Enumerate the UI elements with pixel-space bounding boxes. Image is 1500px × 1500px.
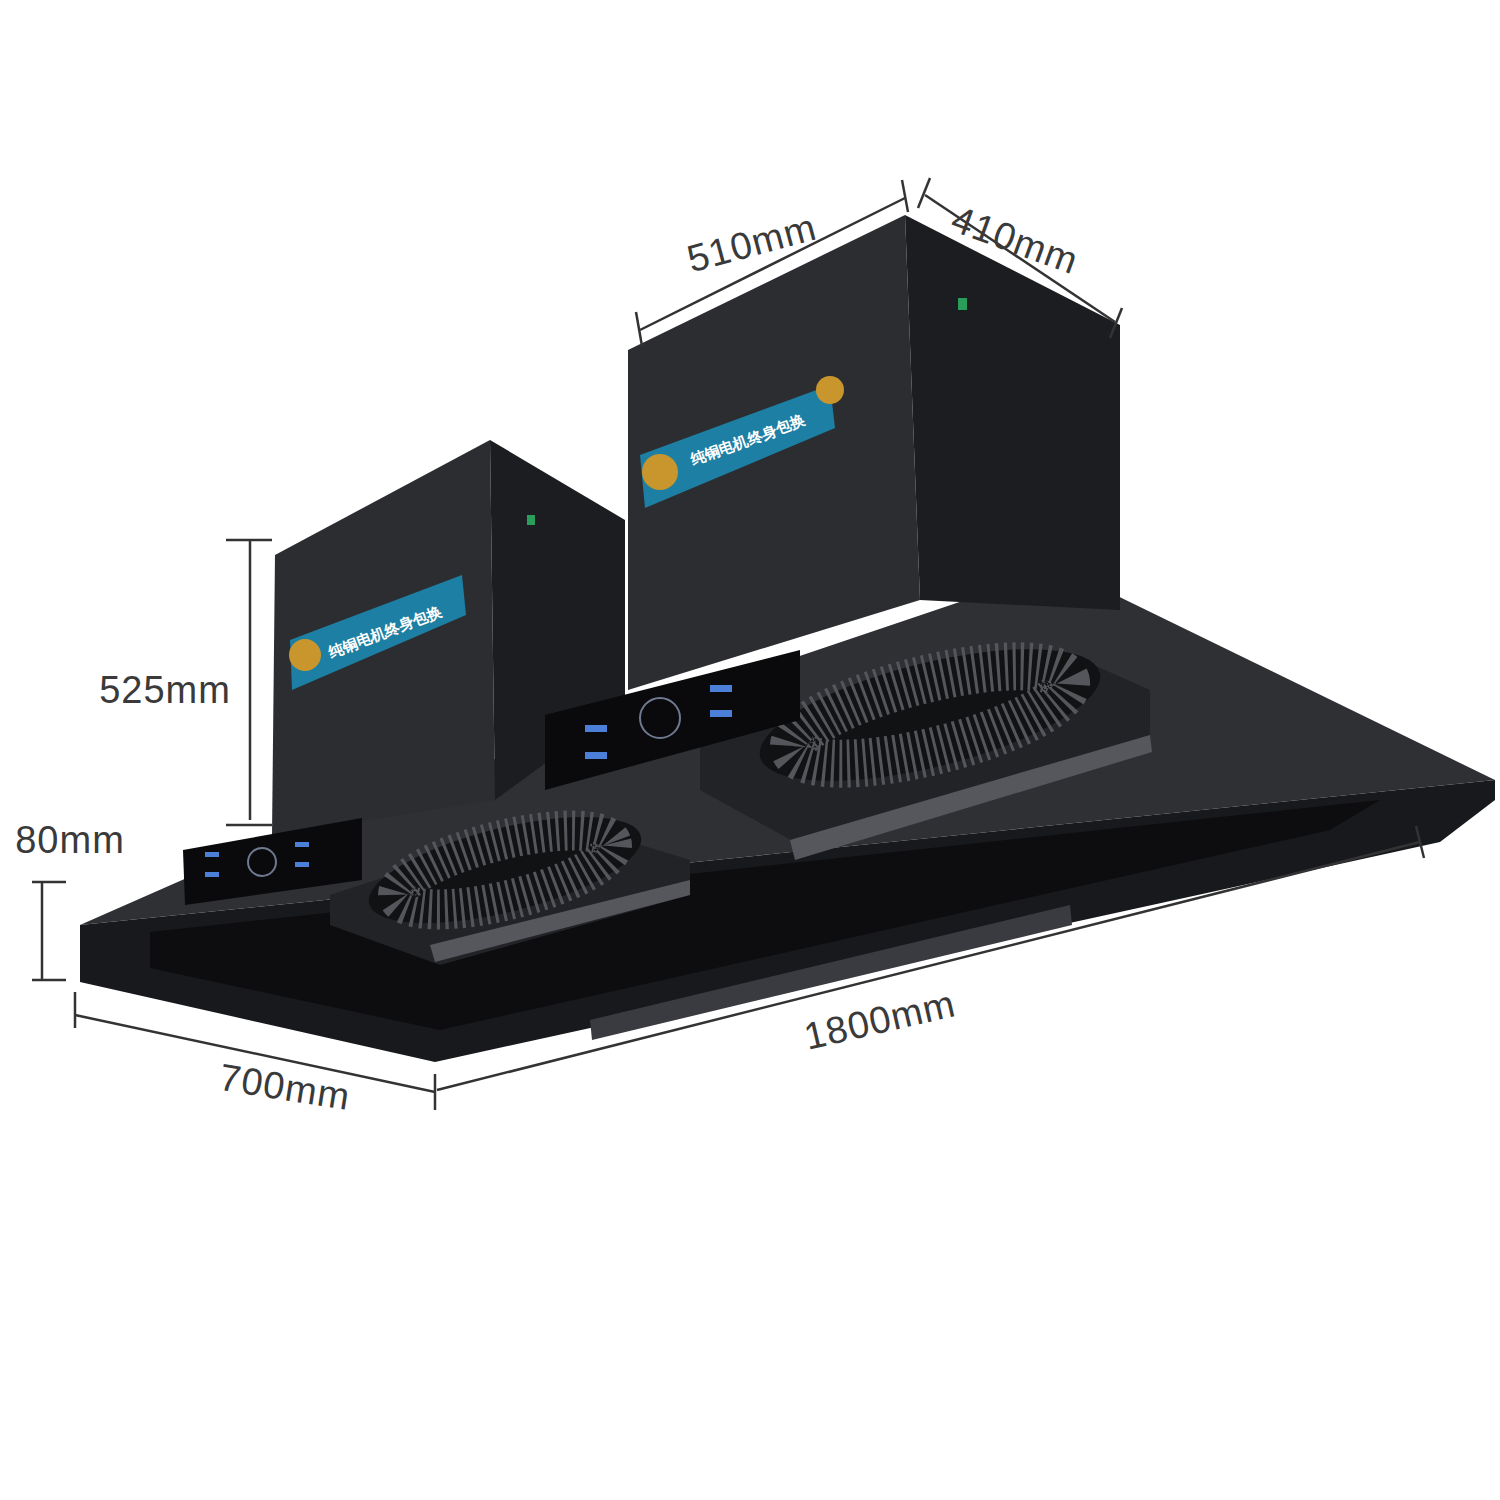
dimension-label: 525mm [99,669,231,712]
dimension-label: 80mm [15,819,125,862]
sticker [290,575,466,690]
sticker [640,385,835,508]
dimension-label: 700mm [217,1055,354,1118]
motor-box-side [905,215,1120,610]
control-panel [183,818,362,905]
motor-box-front [272,440,495,835]
fan-left [330,795,690,965]
dimension-lines [32,178,1424,1110]
motor-box-front [628,215,920,690]
fan-right [700,622,1152,860]
control-panel [545,650,800,790]
